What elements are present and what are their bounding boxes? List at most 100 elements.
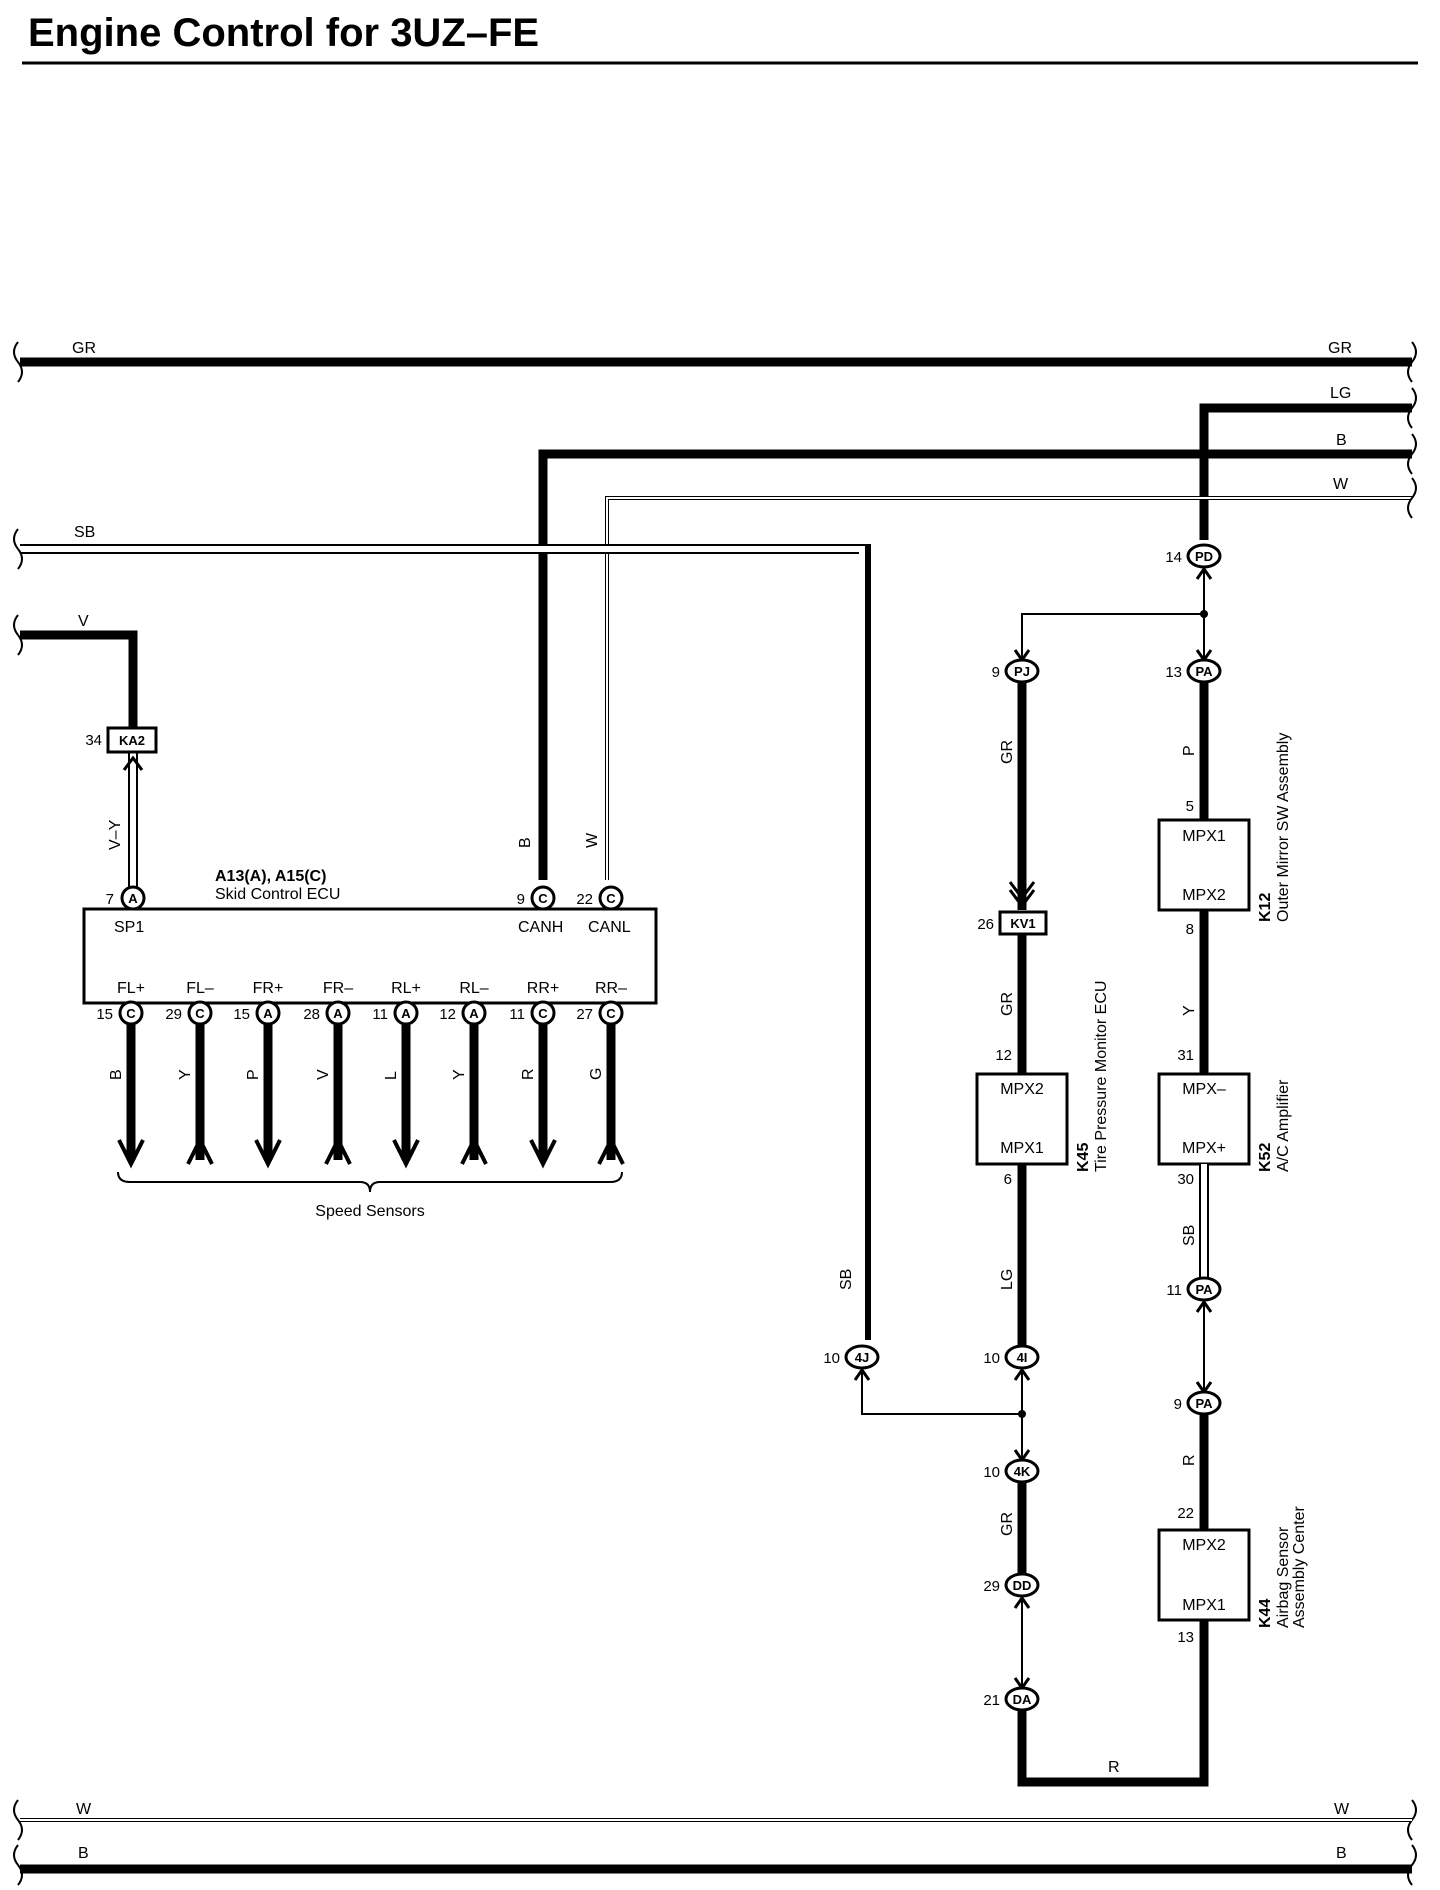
wire-4j-tap	[861, 1368, 1022, 1415]
wire-label-p-k12: P	[1181, 745, 1198, 756]
connector-4i: 4I 10	[983, 1344, 1040, 1370]
sensor-pin-label: FL+	[117, 980, 145, 997]
wire-vy	[122, 752, 144, 888]
k44-code: K44	[1257, 1599, 1274, 1628]
arrow-4j	[853, 1367, 871, 1381]
svg-text:5: 5	[1186, 798, 1194, 815]
k45-code: K45	[1075, 1143, 1092, 1172]
sensor-wire-color: V	[315, 1069, 332, 1080]
sensor-wire-color: Y	[451, 1069, 468, 1080]
sensor-pin-label: FL–	[186, 980, 214, 997]
wire-label-vy: V–Y	[107, 819, 124, 850]
svg-text:DA: DA	[1013, 1692, 1032, 1707]
sensor-pin-connector-id: A	[401, 1006, 411, 1021]
svg-text:7: 7	[106, 891, 114, 908]
sensor-pin-number: 29	[165, 1006, 182, 1023]
arrow-down-icon	[529, 1139, 557, 1169]
k12-name: Outer Mirror SW Assembly	[1275, 733, 1292, 922]
speed-sensor-pins: FL+C15BFL–C29YFR+A15PFR–A28VRL+A11LRL–A1…	[96, 980, 627, 1169]
svg-text:A: A	[128, 891, 138, 906]
svg-text:4I: 4I	[1017, 1350, 1028, 1365]
wire-label-r-bottom: R	[1108, 1759, 1120, 1776]
connector-ka2-pin: 34	[85, 732, 102, 749]
connector-kv1: KV1 26	[977, 910, 1048, 936]
k45-name: Tire Pressure Monitor ECU	[1093, 981, 1110, 1172]
skid-ecu-canl: CANL	[588, 919, 631, 936]
wire-label-b-canh: B	[517, 837, 534, 848]
svg-text:21: 21	[983, 1692, 1000, 1709]
sensor-pin-connector-id: C	[195, 1006, 205, 1021]
sensor-pin-connector	[598, 1000, 624, 1026]
svg-text:9: 9	[992, 664, 1000, 681]
svg-text:MPX+: MPX+	[1182, 1140, 1226, 1157]
svg-text:6: 6	[1004, 1171, 1012, 1188]
sensor-pin-label: RL+	[391, 980, 421, 997]
sensor-pin-number: 11	[509, 1006, 525, 1023]
connector-pj: PJ 9	[992, 658, 1040, 684]
connector-pa-11: PA 11	[1166, 1276, 1222, 1302]
connector-4k: 4K 10	[983, 1458, 1040, 1484]
svg-text:MPX1: MPX1	[1182, 1597, 1226, 1614]
svg-text:31: 31	[1177, 1047, 1194, 1064]
svg-text:PA: PA	[1195, 1282, 1213, 1297]
sensor-pin-connector	[187, 1000, 213, 1026]
wire-label-lg: LG	[1330, 385, 1351, 402]
arrow-up-icon	[186, 1135, 214, 1165]
svg-text:4K: 4K	[1014, 1464, 1031, 1479]
svg-text:MPX–: MPX–	[1182, 1081, 1226, 1098]
arrow-up-icon	[597, 1135, 625, 1165]
sensor-pin-number: 28	[303, 1006, 320, 1023]
svg-text:PA: PA	[1195, 1396, 1213, 1411]
wire-label-gr-left: GR	[72, 340, 96, 357]
wire-label-r-k44: R	[1181, 1454, 1198, 1466]
sensor-pin-number: 27	[576, 1006, 593, 1023]
svg-text:12: 12	[995, 1047, 1012, 1064]
svg-text:9: 9	[1174, 1396, 1182, 1413]
speed-sensors-brace	[117, 1171, 623, 1193]
svg-text:14: 14	[1165, 549, 1182, 566]
wire-label-lg-4i: LG	[999, 1269, 1016, 1290]
k52-name: A/C Amplifier	[1275, 1079, 1292, 1172]
skid-control-ecu	[82, 907, 658, 1005]
sensor-pin-number: 15	[233, 1006, 250, 1023]
svg-text:10: 10	[983, 1350, 1000, 1367]
wire-label-sb-vertical: SB	[838, 1269, 855, 1290]
skid-ecu-code: A13(A), A15(C)	[215, 868, 326, 885]
k52-ac-amplifier: MPX– MPX+ 31 30	[1157, 1047, 1251, 1188]
sensor-pin-number: 12	[439, 1006, 456, 1023]
wire-label-sb-left: SB	[74, 524, 95, 541]
sensor-pin-label: RL–	[459, 980, 488, 997]
svg-text:11: 11	[1166, 1282, 1182, 1299]
svg-text:C: C	[538, 891, 548, 906]
arrow-down-icon	[254, 1139, 282, 1169]
sensor-pin-connector-id: C	[538, 1006, 548, 1021]
svg-text:MPX1: MPX1	[1000, 1140, 1044, 1157]
svg-text:13: 13	[1177, 1629, 1194, 1646]
sensor-pin-label: RR–	[595, 980, 627, 997]
arrow-down-icon	[117, 1139, 145, 1169]
arrow-up-icon	[324, 1135, 352, 1165]
sensor-pin-connector	[255, 1000, 281, 1026]
svg-text:9: 9	[517, 891, 525, 908]
wire-label-v: V	[78, 613, 89, 630]
page-title: Engine Control for 3UZ–FE	[28, 11, 539, 55]
wire-w-canl	[605, 496, 1412, 880]
sensor-pin-connector-id: A	[333, 1006, 343, 1021]
arrow-up-icon	[460, 1135, 488, 1165]
svg-text:22: 22	[576, 891, 593, 908]
connector-pd: PD 14	[1165, 543, 1222, 569]
connector-ka2-id: KA2	[119, 733, 145, 748]
sensor-pin-number: 11	[372, 1006, 388, 1023]
sensor-wire-color: R	[520, 1068, 537, 1080]
connector-dd: DD 29	[983, 1572, 1040, 1598]
sensor-wire-color: P	[245, 1069, 262, 1080]
svg-text:PA: PA	[1195, 664, 1213, 679]
sensor-wire-color: B	[108, 1069, 125, 1080]
svg-text:MPX2: MPX2	[1182, 1537, 1226, 1554]
wire-break-marks-left	[13, 341, 23, 1886]
wire-label-b-bottom-left: B	[78, 1845, 89, 1862]
wire-label-gr-4k: GR	[999, 1512, 1016, 1536]
